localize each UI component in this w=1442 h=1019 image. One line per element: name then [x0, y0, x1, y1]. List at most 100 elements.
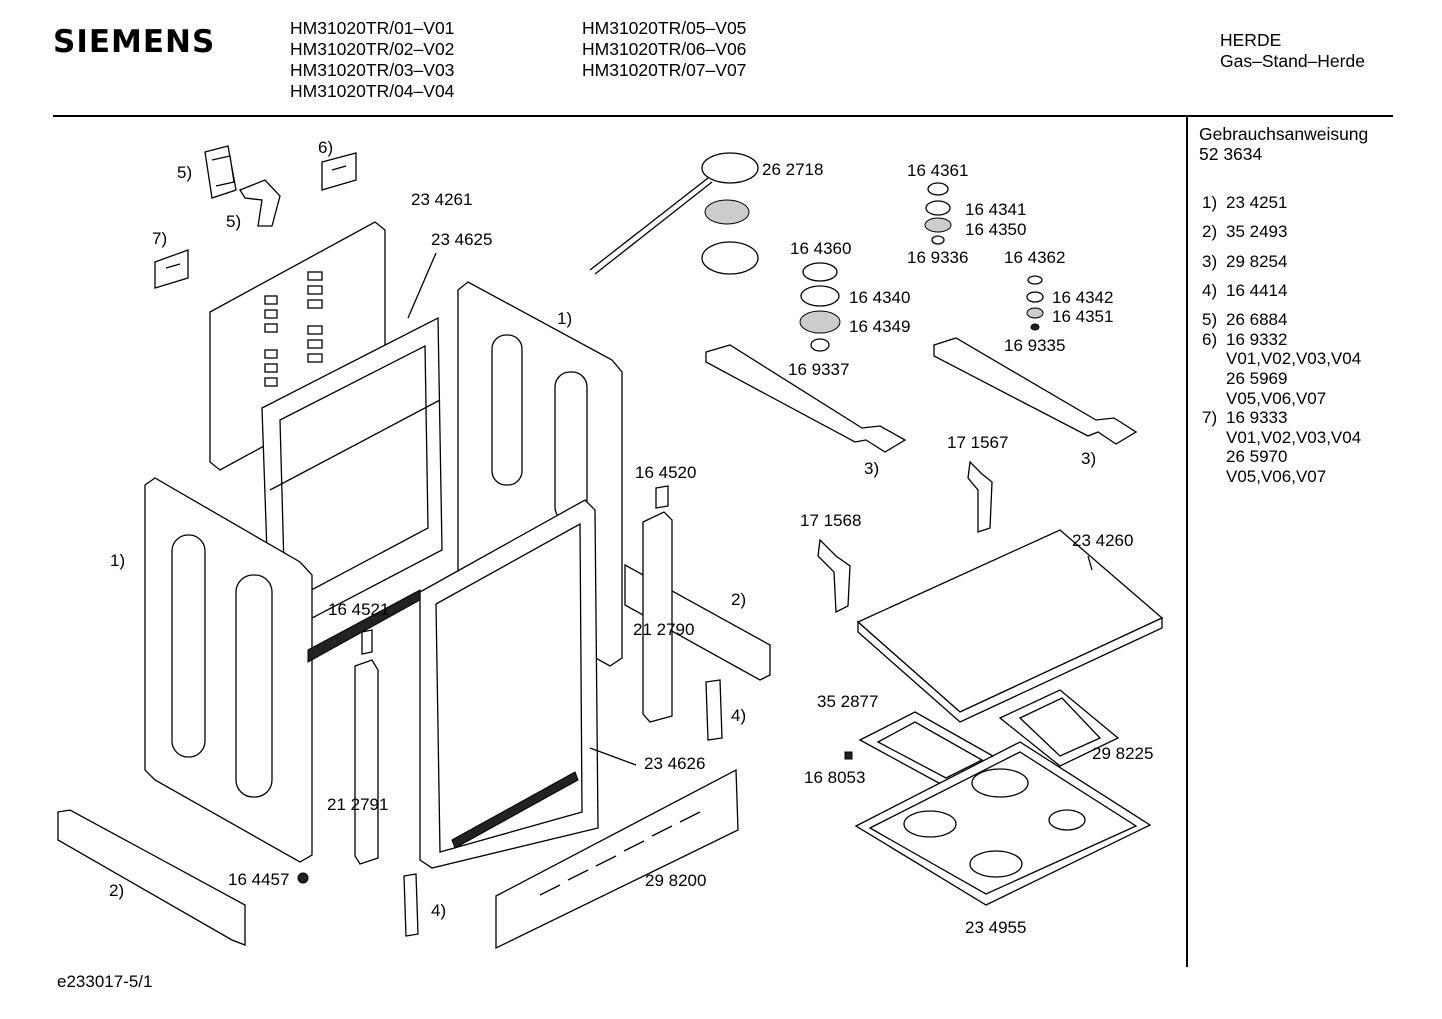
legend-key: 4) — [1202, 280, 1218, 300]
callout-164361: 16 4361 — [907, 161, 969, 180]
callout-234955: 23 4955 — [965, 918, 1027, 937]
bracket-6 — [321, 152, 357, 191]
legend-item: 1) 23 4251 — [1202, 193, 1361, 213]
hob-burner-right — [1048, 809, 1086, 831]
legend-key: 3) — [1202, 251, 1218, 271]
model-number: HM31020TR/04–V04 — [290, 81, 455, 101]
callout-298200: 29 8200 — [645, 871, 707, 890]
legend-item: 6) 16 9332 V01,V02,V03,V04 26 5969 V05,V… — [1202, 330, 1361, 408]
model-number: HM31020TR/02–V02 — [290, 39, 455, 59]
burner-cap-164361 — [927, 182, 949, 196]
strip-212790 — [642, 511, 673, 723]
header-divider — [53, 115, 1393, 117]
category-title: HERDE — [1220, 30, 1282, 50]
burner-large-base — [701, 241, 759, 275]
model-number: HM31020TR/07–V07 — [582, 60, 747, 80]
bracket-7 — [154, 249, 189, 289]
hob-burner-front — [969, 850, 1023, 878]
callout-164457: 16 4457 — [228, 870, 290, 889]
burner-cap-164362 — [1027, 275, 1043, 285]
manual-reference: Gebrauchsanweisung 52 3634 — [1199, 124, 1368, 164]
callout-352877: 35 2877 — [817, 692, 879, 711]
appliance-category: HERDE Gas–Stand–Herde — [1220, 30, 1365, 72]
legend-item: 4) 16 4414 — [1202, 281, 1361, 301]
legend-value: 26 6884 — [1226, 310, 1288, 330]
strip-212791 — [354, 659, 379, 865]
hinge-upper — [705, 679, 723, 741]
category-subtitle: Gas–Stand–Herde — [1220, 51, 1365, 71]
model-list-left: HM31020TR/01–V01 HM31020TR/02–V02 HM3102… — [290, 18, 454, 102]
legend-value: 29 8254 — [1226, 251, 1288, 271]
bracket-5-b — [239, 179, 281, 227]
burner-rail-right — [933, 337, 1138, 445]
legend-item: 2) 35 2493 — [1202, 222, 1361, 242]
clip-164521 — [361, 629, 373, 655]
rear-panel-vents — [264, 271, 323, 387]
callout-169337: 16 9337 — [788, 360, 850, 379]
legend-line: V01,V02,V03,V04 — [1226, 349, 1362, 369]
cover-lid — [856, 529, 1164, 713]
burner-ring-164349 — [799, 310, 841, 334]
screw-164457 — [297, 872, 309, 884]
kick-plate — [495, 768, 739, 950]
hob-burner-left — [903, 810, 957, 838]
callout-234626: 23 4626 — [644, 754, 706, 773]
legend-item: 7) 16 9333 V01,V02,V03,V04 26 5970 V05,V… — [1202, 408, 1361, 486]
callout-164340: 16 4340 — [849, 288, 911, 307]
rail-left-strip — [307, 589, 421, 663]
callout-169336: 16 9336 — [907, 248, 969, 267]
callout-234261: 23 4261 — [411, 190, 473, 209]
callout-212791: 21 2791 — [327, 795, 389, 814]
knob-168053 — [844, 751, 853, 760]
model-number: HM31020TR/03–V03 — [290, 60, 455, 80]
callout-164351: 16 4351 — [1052, 307, 1114, 326]
thermocouple-wire — [589, 177, 709, 271]
callout-1-b: 1) — [110, 551, 126, 570]
legend-line: V05,V06,V07 — [1226, 466, 1327, 486]
leader-lines — [407, 252, 1093, 766]
sidebar-divider — [1186, 117, 1188, 967]
callout-164349: 16 4349 — [849, 317, 911, 336]
callout-5-b: 5) — [226, 212, 242, 231]
legend-line: 16 9333 — [1226, 408, 1288, 428]
hob-top — [854, 741, 1152, 906]
legend-item: 3) 29 8254 — [1202, 252, 1361, 272]
burner-rail-left — [705, 344, 907, 453]
callout-164520: 16 4520 — [635, 463, 697, 482]
legend-key: 6) — [1202, 329, 1218, 349]
legend-value: 23 4251 — [1226, 193, 1288, 212]
callout-171568: 17 1568 — [800, 511, 862, 530]
callout-164521: 16 4521 — [328, 600, 390, 619]
parts-legend: 1)23 4251 2)35 2493 3)29 8254 4)16 4414 … — [1202, 193, 1361, 486]
burner-cap-164360 — [802, 262, 838, 282]
legend-line: V05,V06,V07 — [1226, 388, 1327, 408]
legend-item: 5)26 6884 — [1202, 310, 1361, 330]
legend-key: 7) — [1202, 408, 1218, 428]
legend-value: 16 4414 — [1226, 280, 1288, 300]
callout-164362: 16 4362 — [1004, 248, 1066, 267]
legend-key: 2) — [1202, 222, 1218, 242]
bracket-171568 — [817, 538, 851, 614]
callout-6: 6) — [318, 138, 334, 157]
callout-3-a: 3) — [864, 459, 880, 478]
hinge-lower — [403, 873, 419, 937]
legend-key: 1) — [1202, 193, 1218, 212]
burner-nozzle-169336 — [931, 235, 945, 245]
front-frame — [419, 499, 599, 869]
model-list-right: HM31020TR/05–V05 HM31020TR/06–V06 HM3102… — [582, 18, 746, 81]
legend-value: 35 2493 — [1226, 222, 1288, 242]
callout-2-a: 2) — [731, 590, 747, 609]
burner-nozzle-169337 — [810, 338, 830, 352]
burner-nozzle-169335 — [1030, 323, 1040, 331]
callout-164350: 16 4350 — [965, 220, 1027, 239]
manual-number: 52 3634 — [1199, 144, 1263, 164]
legend-line: 26 5969 — [1226, 368, 1288, 388]
burner-head-164340 — [800, 285, 840, 307]
rail-bottom-left — [57, 809, 246, 946]
callout-298225: 29 8225 — [1092, 744, 1154, 763]
bracket-5-a — [204, 145, 237, 199]
side-panel-left — [144, 477, 313, 863]
model-number: HM31020TR/05–V05 — [582, 18, 747, 38]
callout-169335: 16 9335 — [1004, 336, 1066, 355]
burner-ring-164351 — [1026, 307, 1044, 319]
